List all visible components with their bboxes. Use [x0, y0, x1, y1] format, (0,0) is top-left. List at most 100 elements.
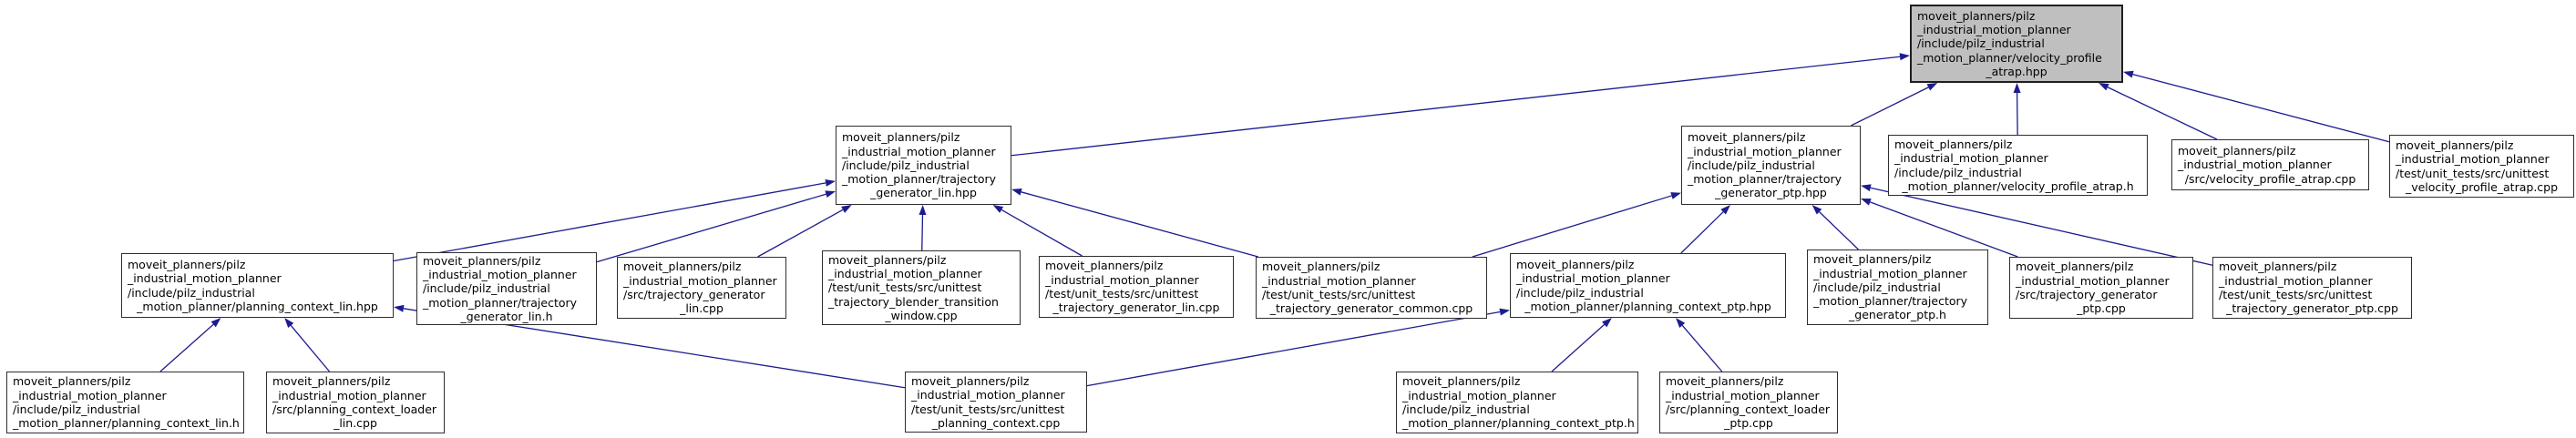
node-label-line: /include/pilz_industrial: [1917, 36, 2045, 51]
node-src-velocity-profile-atrap-cpp[interactable]: moveit_planners/pilz_industrial_motion_p…: [2171, 139, 2369, 190]
node-label-line: _industrial_motion_planner: [1045, 272, 1199, 287]
node-label-line: moveit_planners/pilz: [623, 260, 742, 274]
node-unittest-trajectory-generator-lin-cpp[interactable]: moveit_planners/pilz_industrial_motion_p…: [1039, 256, 1234, 318]
node-src-trajectory-generator-ptp-cpp[interactable]: moveit_planners/pilz_industrial_motion_p…: [2009, 257, 2193, 319]
node-label-line: /include/pilz_industrial: [1402, 402, 1530, 416]
node-label-line: _industrial_motion_planner: [13, 388, 167, 402]
node-label-line: /include/pilz_industrial: [842, 158, 970, 172]
node-unittest-trajectory-generator-ptp-cpp[interactable]: moveit_planners/pilz_industrial_motion_p…: [2212, 257, 2412, 319]
node-label-line: _industrial_motion_planner: [1666, 388, 1820, 402]
node-label-line: _ptp.cpp: [1724, 416, 1773, 431]
node-label-line: _generator_ptp.hpp: [1715, 186, 1827, 200]
include-edge: [1870, 187, 2213, 266]
node-trajectory-generator-lin-hpp[interactable]: moveit_planners/pilz_industrial_motion_p…: [836, 126, 1011, 205]
arrowhead-icon: [825, 190, 836, 199]
node-label-line: /test/unit_tests/src/unittest: [828, 280, 982, 295]
node-label-line: moveit_planners/pilz: [423, 253, 541, 268]
arrowhead-icon: [841, 205, 852, 213]
node-trajectory-generator-ptp-hpp[interactable]: moveit_planners/pilz_industrial_motion_p…: [1681, 126, 1861, 205]
node-label-line: /src/velocity_profile_atrap.cpp: [2184, 171, 2356, 186]
include-edge: [596, 193, 826, 263]
node-label-line: _industrial_motion_planner: [2396, 152, 2550, 167]
node-label-line: _generator_lin.h: [460, 309, 553, 323]
node-trajectory-generator-lin-h[interactable]: moveit_planners/pilz_industrial_motion_p…: [416, 252, 597, 325]
node-unittest-trajectory-generator-common-cpp[interactable]: moveit_planners/pilz_industrial_motion_p…: [1256, 257, 1487, 319]
node-unittest-planning-context-cpp[interactable]: moveit_planners/pilz_industrial_motion_p…: [905, 372, 1087, 433]
node-label-line: /include/pilz_industrial: [128, 285, 255, 300]
arrowhead-icon: [1861, 199, 1872, 206]
node-label-line: /include/pilz_industrial: [1688, 158, 1815, 172]
node-label-line: /test/unit_tests/src/unittest: [1262, 288, 1416, 301]
node-velocity-profile-atrap-hpp[interactable]: moveit_planners/pilz_industrial_motion_p…: [1910, 5, 2123, 83]
node-planning-context-ptp-h[interactable]: moveit_planners/pilz_industrial_motion_p…: [1396, 372, 1638, 433]
node-label-line: /src/trajectory_generator: [2016, 288, 2158, 301]
node-label-line: _trajectory_blender_transition: [828, 294, 999, 309]
node-planning-context-lin-h[interactable]: moveit_planners/pilz_industrial_motion_p…: [6, 372, 244, 433]
node-label-line: /src/trajectory_generator: [623, 288, 765, 301]
node-src-planning-context-loader-lin-cpp[interactable]: moveit_planners/pilz_industrial_motion_p…: [266, 372, 445, 433]
arrowhead-icon: [2123, 70, 2134, 78]
arrowhead-icon: [394, 304, 405, 312]
node-label-line: _industrial_motion_planner: [828, 267, 982, 281]
node-label-line: /include/pilz_industrial: [423, 281, 550, 296]
node-label-line: moveit_planners/pilz: [1262, 260, 1380, 274]
node-label-line: _generator_ptp.h: [1849, 308, 1946, 322]
node-label-line: _ptp.cpp: [2077, 301, 2126, 316]
node-label-line: moveit_planners/pilz: [2219, 260, 2337, 274]
node-src-trajectory-generator-lin-cpp[interactable]: moveit_planners/pilz_industrial_motion_p…: [617, 257, 786, 319]
node-velocity-profile-atrap-h[interactable]: moveit_planners/pilz_industrial_motion_p…: [1888, 135, 2148, 196]
node-unittest-trajectory-blender-transition-window-cpp[interactable]: moveit_planners/pilz_industrial_motion_p…: [822, 250, 1021, 325]
arrowhead-icon: [210, 318, 221, 328]
include-edge: [1001, 209, 1083, 257]
include-edge: [1551, 323, 1606, 372]
node-planning-context-ptp-hpp[interactable]: moveit_planners/pilz_industrial_motion_p…: [1510, 253, 1786, 318]
node-label-line: _industrial_motion_planner: [1917, 23, 2071, 37]
node-label-line: moveit_planners/pilz: [1516, 257, 1635, 271]
node-label-line: _motion_planner/velocity_profile_atrap.h: [1902, 178, 2134, 193]
node-label-line: moveit_planners/pilz: [1688, 130, 1806, 145]
node-label-line: moveit_planners/pilz: [828, 252, 947, 267]
node-label-line: _window.cpp: [885, 308, 958, 322]
node-label-line: moveit_planners/pilz: [2396, 138, 2514, 152]
node-label-line: _motion_planner/planning_context_lin.hpp: [137, 299, 378, 313]
node-trajectory-generator-ptp-h[interactable]: moveit_planners/pilz_industrial_motion_p…: [1807, 250, 1988, 325]
node-label-line: _motion_planner/velocity_profile: [1917, 50, 2102, 65]
include-edge: [1870, 201, 2018, 258]
node-label-line: /include/pilz_industrial: [1516, 285, 1644, 300]
node-label-line: _industrial_motion_planner: [623, 273, 777, 288]
node-src-planning-context-loader-ptp-cpp[interactable]: moveit_planners/pilz_industrial_motion_p…: [1659, 372, 1838, 433]
node-unittest-velocity-profile-atrap-cpp[interactable]: moveit_planners/pilz_industrial_motion_p…: [2389, 135, 2574, 198]
node-label-line: _industrial_motion_planner: [1813, 266, 1967, 280]
node-label-line: _industrial_motion_planner: [1894, 151, 2048, 166]
node-label-line: moveit_planners/pilz: [2178, 144, 2296, 158]
node-planning-context-lin-hpp[interactable]: moveit_planners/pilz_industrial_motion_p…: [121, 253, 394, 318]
include-edge: [1472, 195, 1672, 258]
node-label-line: _industrial_motion_planner: [272, 388, 426, 402]
include-edge: [1681, 324, 1723, 372]
include-edge: [1851, 87, 1929, 127]
node-label-line: _industrial_motion_planner: [423, 268, 577, 282]
node-label-line: _industrial_motion_planner: [842, 144, 996, 158]
node-label-line: /src/planning_context_loader: [272, 402, 437, 416]
node-label-line: _motion_planner/trajectory: [1813, 294, 1968, 309]
node-label-line: _motion_planner/planning_context_ptp.hpp: [1524, 299, 1771, 313]
node-label-line: _industrial_motion_planner: [2016, 273, 2170, 288]
arrowhead-icon: [992, 205, 1004, 213]
include-edge: [1086, 311, 1501, 387]
node-label-line: moveit_planners/pilz: [1045, 259, 1164, 273]
node-label-line: _lin.cpp: [334, 416, 377, 431]
include-edge: [1021, 191, 1258, 258]
node-label-line: moveit_planners/pilz: [1666, 374, 1784, 389]
node-label-line: /include/pilz_industrial: [13, 402, 140, 416]
node-label-line: _motion_planner/planning_context_lin.h: [13, 416, 240, 431]
arrowhead-icon: [1899, 53, 1910, 61]
include-edge: [159, 323, 214, 372]
node-label-line: /include/pilz_industrial: [1894, 165, 2022, 179]
node-label-line: _motion_planner/trajectory: [842, 172, 997, 187]
node-label-line: moveit_planners/pilz: [2016, 260, 2134, 274]
node-label-line: moveit_planners/pilz: [1917, 8, 2036, 23]
node-label-line: moveit_planners/pilz: [128, 257, 246, 271]
include-edge: [290, 325, 331, 372]
node-label-line: _industrial_motion_planner: [2219, 273, 2373, 288]
